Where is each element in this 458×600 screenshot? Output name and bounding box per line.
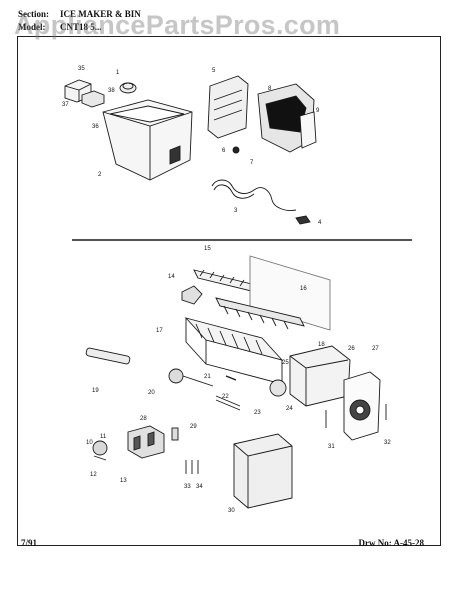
part-fitting-29 — [171, 427, 179, 441]
part-ice-bin — [102, 99, 193, 181]
callout-16: 16 — [300, 286, 307, 292]
callout-29: 29 — [190, 424, 197, 430]
callout-23: 23 — [254, 410, 261, 416]
part-mold-17 — [184, 317, 284, 385]
callout-22: 22 — [222, 394, 229, 400]
footer-date: 7/91 — [21, 538, 38, 548]
callout-20: 20 — [148, 390, 155, 396]
watermark-text: AppliancePartsPros.com — [14, 10, 341, 40]
part-cam-14 — [181, 285, 203, 305]
callout-17: 17 — [156, 328, 163, 334]
callout-27: 27 — [372, 346, 379, 352]
diagram-frame — [17, 36, 441, 546]
callout-12: 12 — [90, 472, 97, 478]
part-chute-housing — [207, 75, 249, 139]
part-cover-27 — [343, 371, 381, 441]
part-ice-chute — [257, 83, 317, 153]
callout-8: 8 — [268, 86, 272, 92]
part-thermostat-20 — [168, 368, 214, 387]
part-fill-cup-19 — [85, 347, 131, 365]
callout-31: 31 — [328, 444, 335, 450]
callout-34: 34 — [196, 484, 203, 490]
callout-35: 35 — [78, 66, 85, 72]
part-switch — [81, 90, 105, 108]
callout-37: 37 — [62, 102, 69, 108]
callout-30: 30 — [228, 508, 235, 514]
callout-7: 7 — [250, 160, 254, 166]
part-box-cover-30 — [233, 433, 293, 509]
callout-14: 14 — [168, 274, 175, 280]
part-wire-22 — [215, 395, 241, 411]
callout-11: 11 — [100, 434, 107, 440]
part-cap — [119, 82, 137, 94]
callout-25: 25 — [282, 360, 289, 366]
callout-5: 5 — [212, 68, 216, 74]
part-solenoid-10 — [92, 440, 108, 461]
callout-1: 1 — [116, 70, 120, 76]
callout-6: 6 — [222, 148, 226, 154]
part-shutoff-arm-21 — [225, 375, 237, 381]
diagram-header: Section: ICE MAKER & BIN Model: CNT18 5... — [18, 8, 141, 34]
callout-15: 15 — [204, 246, 211, 252]
callout-21: 21 — [204, 374, 211, 380]
part-control-housing-26 — [289, 345, 351, 407]
model-value: CNT18 5... — [60, 22, 102, 32]
part-rake-18 — [215, 297, 305, 330]
callout-36: 36 — [92, 124, 99, 130]
part-connector-4 — [295, 215, 311, 225]
callout-13: 13 — [120, 478, 127, 484]
callout-2: 2 — [98, 172, 102, 178]
callout-18: 18 — [318, 342, 325, 348]
section-row: Section: ICE MAKER & BIN — [18, 8, 141, 21]
part-screws-33-34 — [185, 460, 199, 474]
model-row: Model: CNT18 5... — [18, 21, 141, 34]
callout-33: 33 — [184, 484, 191, 490]
callout-9: 9 — [316, 108, 320, 114]
part-screw-6 — [232, 146, 240, 154]
callout-3: 3 — [234, 208, 238, 214]
callout-24: 24 — [286, 406, 293, 412]
model-label: Model: — [18, 22, 46, 32]
callout-labels: 1 2 3 4 5 6 7 8 9 10 11 12 13 14 15 16 1… — [62, 66, 391, 514]
callout-10: 10 — [86, 440, 93, 446]
footer-drawing-number: Drw No: A-45-28 — [358, 538, 425, 548]
part-motor-24 — [269, 379, 287, 397]
callout-26: 26 — [348, 346, 355, 352]
part-valve-28 — [127, 425, 165, 459]
callout-28: 28 — [140, 416, 147, 422]
section-label: Section: — [18, 9, 49, 19]
callout-38: 38 — [108, 88, 115, 94]
section-value: ICE MAKER & BIN — [60, 9, 141, 19]
callout-32: 32 — [384, 440, 391, 446]
part-heater-element — [211, 179, 297, 211]
callout-4: 4 — [318, 220, 322, 226]
callout-19: 19 — [92, 388, 99, 394]
